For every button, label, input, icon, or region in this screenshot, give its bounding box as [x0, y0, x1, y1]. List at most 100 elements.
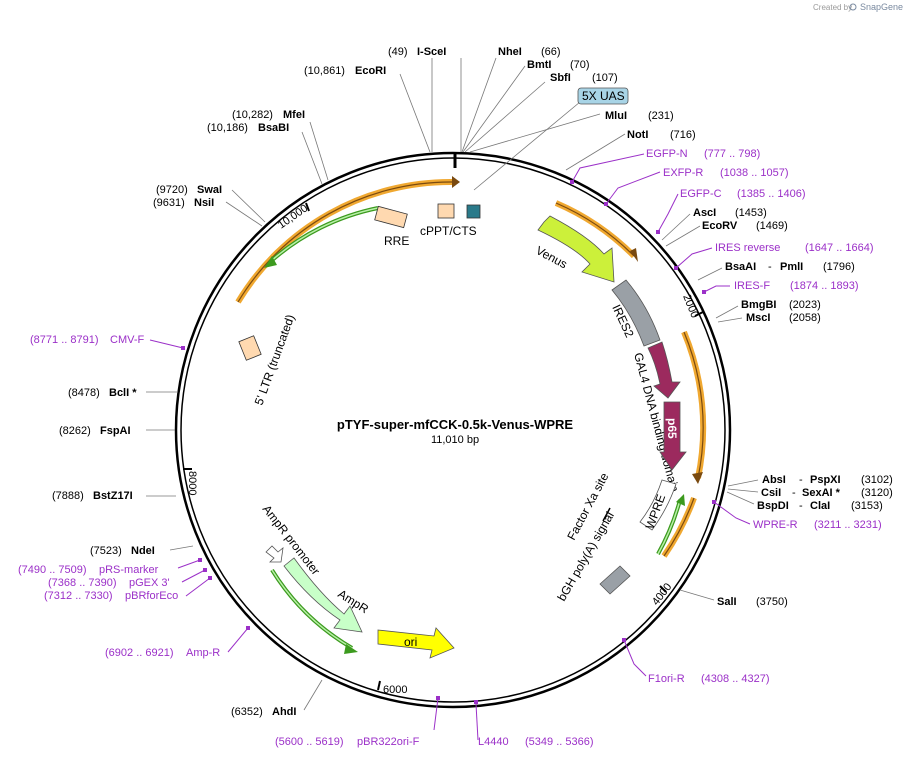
backbone-outer — [174, 151, 732, 709]
site-name[interactable]: SwaI — [197, 184, 222, 196]
bgh-box[interactable] — [599, 565, 631, 595]
primer-name[interactable]: Amp-R — [186, 647, 220, 659]
uas-box[interactable] — [577, 87, 629, 105]
site-name[interactable]: NdeI — [131, 545, 155, 557]
site-pos: (3120) — [861, 487, 893, 499]
cppt-box[interactable] — [437, 203, 455, 219]
primer-range: (777 .. 798) — [704, 148, 760, 160]
p65-arrow[interactable] — [659, 401, 687, 471]
primer-name[interactable]: pRS-marker — [99, 564, 159, 576]
site-name[interactable]: MscI — [746, 312, 770, 324]
primer-range: (3211 .. 3231) — [814, 519, 882, 531]
primer-range: (1385 .. 1406) — [737, 188, 806, 200]
plasmid-size: 11,010 bp — [431, 434, 479, 446]
primer-range: (4308 .. 4327) — [701, 673, 770, 685]
site-pos: (3153) — [851, 500, 883, 512]
site-pos: (716) — [670, 129, 696, 141]
site-name[interactable]: AhdI — [272, 706, 296, 718]
svg-text:-: - — [799, 500, 803, 512]
ampr-promoter-arrow[interactable] — [265, 545, 284, 563]
primer-name[interactable]: pBR322ori-F — [357, 736, 420, 748]
site-name[interactable]: EcoRI — [355, 65, 386, 77]
site-name[interactable]: CsiI — [761, 487, 781, 499]
credit-prefix: Created by — [813, 3, 852, 12]
site-name[interactable]: AbsI — [762, 474, 786, 486]
site-name[interactable]: AscI — [693, 207, 716, 219]
site-name[interactable]: SbfI — [550, 72, 571, 84]
primer-name[interactable]: CMV-F — [110, 334, 145, 346]
primer-name[interactable]: EGFP-N — [646, 148, 688, 160]
site-name[interactable]: BsaAI — [725, 261, 756, 273]
tick-4000: 4000 — [650, 581, 675, 608]
site-name[interactable]: NsiI — [194, 197, 214, 209]
p65-label: p65 — [665, 418, 679, 439]
site-name[interactable]: MluI — [605, 110, 627, 122]
site-name[interactable]: BsaBI — [258, 122, 289, 134]
snapgene-logo-icon — [849, 3, 857, 11]
tick-2000-mark — [694, 311, 704, 317]
primer-range: (5600 .. 5619) — [275, 736, 344, 748]
rre-box[interactable] — [374, 205, 408, 229]
site-name[interactable]: ClaI — [810, 500, 830, 512]
site-name[interactable]: PmlI — [780, 261, 803, 273]
svg-text:-: - — [799, 474, 803, 486]
site-name[interactable]: BmgBI — [741, 299, 776, 311]
primers: EGFP-N (777 .. 798) EXFP-R (1038 .. 1057… — [18, 148, 882, 748]
primer-name[interactable]: WPRE-R — [753, 519, 798, 531]
primer-range: (7368 .. 7390) — [48, 577, 117, 589]
credit-brand: SnapGene — [860, 2, 903, 12]
primer-name[interactable]: pGEX 3' — [129, 577, 170, 589]
ampr-arrow[interactable] — [283, 557, 363, 633]
site-name[interactable]: I-SceI — [417, 46, 446, 58]
site-pos: (10,186) — [207, 122, 248, 134]
primer-range: (7490 .. 7509) — [18, 564, 87, 576]
primer-name[interactable]: F1ori-R — [648, 673, 685, 685]
site-name[interactable]: SalI — [717, 596, 737, 608]
site-pos: (3102) — [861, 474, 893, 486]
site-pos: (2023) — [789, 299, 821, 311]
site-name[interactable]: NheI — [498, 46, 522, 58]
factorxa-mark[interactable] — [602, 507, 611, 522]
site-name[interactable]: SexAI * — [802, 487, 841, 499]
site-name[interactable]: BclI * — [109, 387, 137, 399]
primer-name[interactable]: EGFP-C — [680, 188, 722, 200]
backbone-inner — [180, 157, 726, 703]
venus-arrow[interactable] — [537, 215, 615, 283]
primer-range: (1874 .. 1893) — [790, 280, 859, 292]
site-pos: (107) — [592, 72, 618, 84]
ltr-box[interactable] — [238, 335, 262, 361]
ires2-box[interactable] — [611, 279, 661, 347]
primer-range: (6902 .. 6921) — [105, 647, 174, 659]
orf-arc-gal4 — [681, 330, 707, 479]
site-pos: (7523) — [90, 545, 122, 557]
primer-name[interactable]: pBRforEco — [125, 590, 178, 602]
site-pos: (10,282) — [232, 109, 273, 121]
cppt-teal-box[interactable] — [466, 204, 481, 219]
site-pos: (1796) — [823, 261, 855, 273]
gal4-arrow[interactable] — [647, 341, 681, 399]
rre-label: RRE — [384, 234, 409, 248]
site-pos: (10,861) — [304, 65, 345, 77]
site-name[interactable]: BstZ17I — [93, 490, 133, 502]
primer-name[interactable]: IRES-F — [734, 280, 770, 292]
site-name[interactable]: BmtI — [527, 59, 551, 71]
primer-name[interactable]: EXFP-R — [663, 167, 703, 179]
site-name[interactable]: NotI — [627, 129, 648, 141]
svg-text:-: - — [768, 261, 772, 273]
primer-name[interactable]: L4440 — [478, 736, 509, 748]
site-pos: (1469) — [756, 220, 788, 232]
site-name[interactable]: FspAI — [100, 425, 131, 437]
primer-name[interactable]: IRES reverse — [715, 242, 780, 254]
site-name[interactable]: PspXI — [810, 474, 841, 486]
wpre-label: WPRE — [643, 492, 668, 531]
ori-arrow[interactable] — [377, 627, 455, 659]
site-name[interactable]: BspDI — [757, 500, 789, 512]
site-pos: (6352) — [231, 706, 263, 718]
site-name[interactable]: MfeI — [283, 109, 305, 121]
wpre-box[interactable] — [639, 479, 677, 531]
site-pos: (66) — [541, 46, 561, 58]
ori-label: ori — [404, 635, 417, 649]
site-name[interactable]: EcoRV — [702, 220, 738, 232]
ltr-label: 5' LTR (truncated) — [252, 313, 298, 407]
